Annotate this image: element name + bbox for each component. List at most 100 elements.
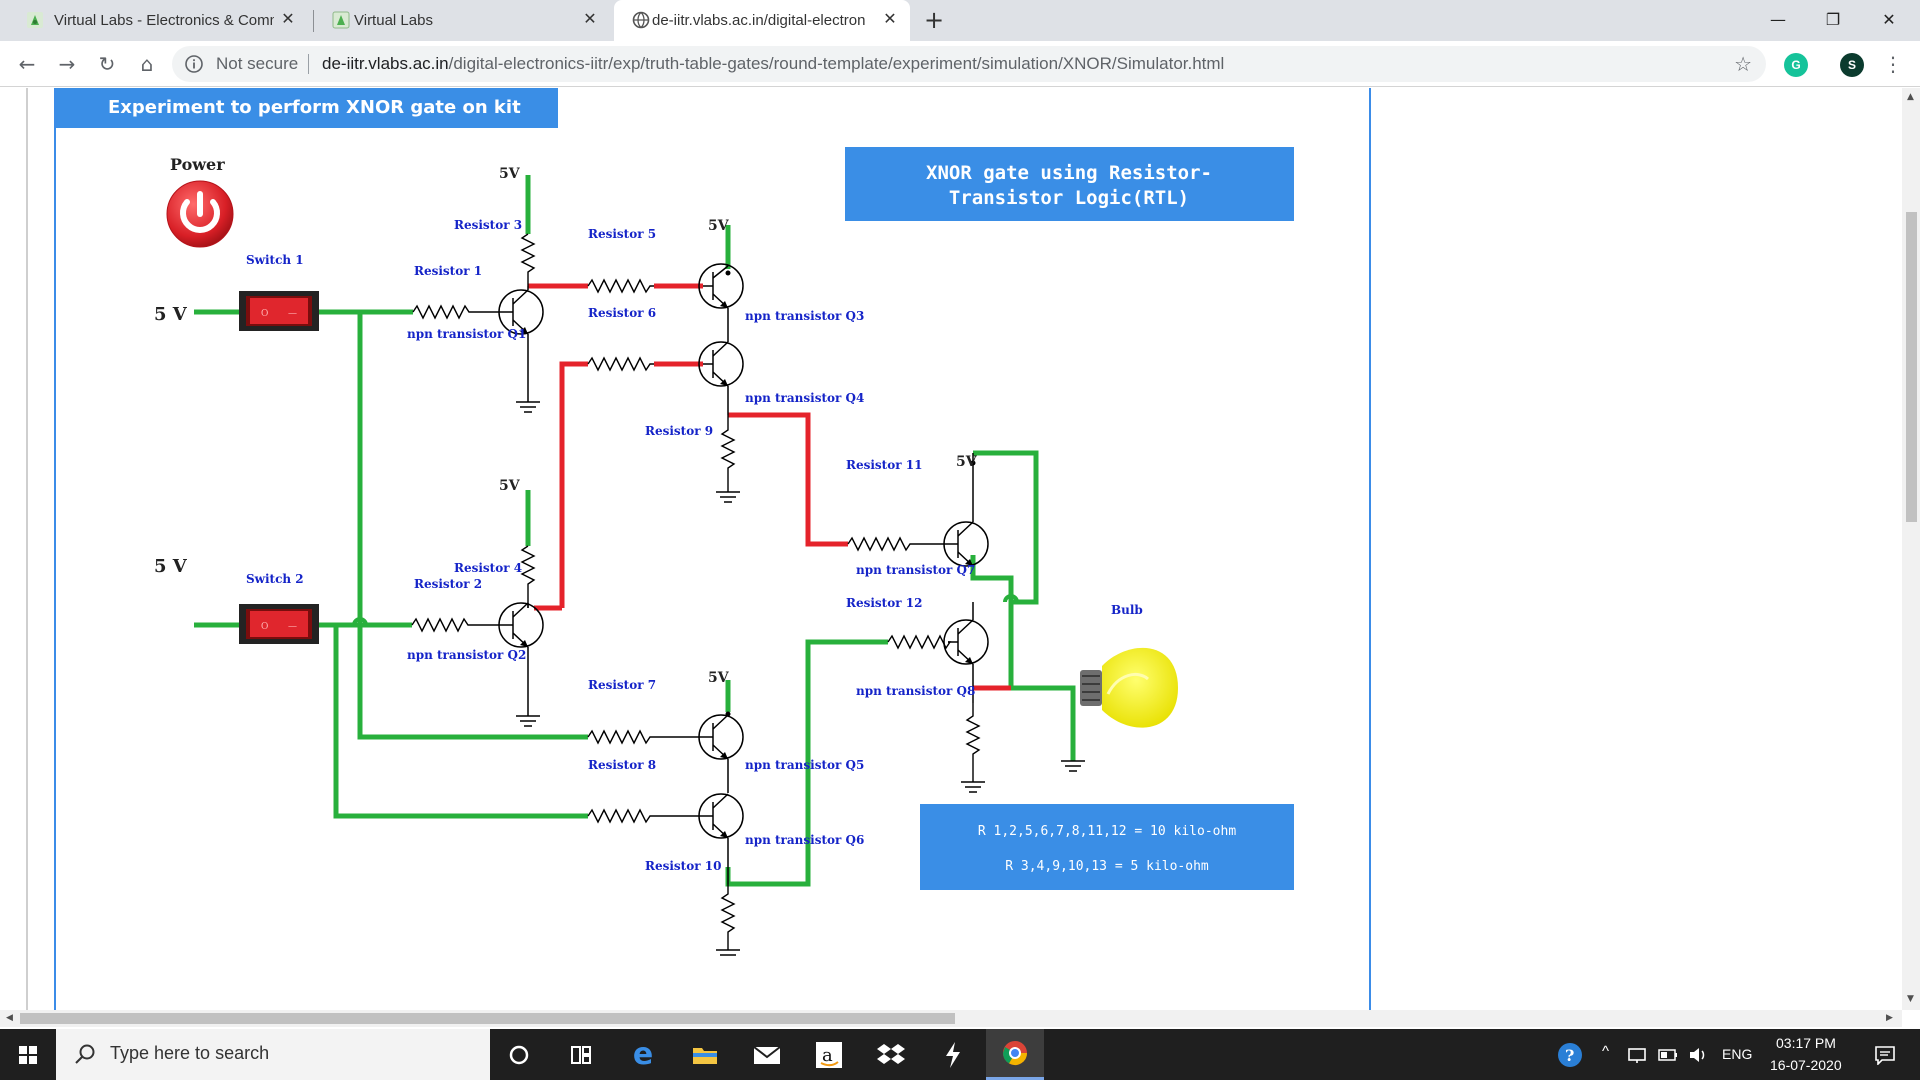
ground-r13 [961,781,985,793]
clock-date[interactable]: 16-07-2020 [1770,1057,1842,1073]
page-viewport: Experiment to perform XNOR gate on kit [0,88,1902,1010]
close-tab-icon[interactable]: ✕ [281,11,295,28]
supply-dots [725,270,976,717]
wire-q7-q8-bulb [970,555,1076,761]
emitter-arrows [520,301,973,838]
info-icon[interactable] [184,54,204,74]
resistor-8-symbol [587,808,703,824]
resistors [411,233,981,950]
transistor-q5-symbol [698,712,744,793]
app-bolt-icon[interactable] [924,1029,982,1080]
edge-browser-icon[interactable]: e [632,1037,654,1072]
transistor-q2-label: npn transistor Q2 [407,648,526,662]
svg-text:?: ? [1565,1046,1574,1065]
grammarly-extension-icon[interactable]: G [1784,53,1808,77]
clock-time[interactable]: 03:17 PM [1776,1035,1836,1051]
tab-title: Virtual Labs [354,12,433,29]
transistor-q3-label: npn transistor Q3 [745,309,864,323]
circuit-heading-line1: XNOR gate using Resistor- [926,162,1212,184]
scroll-right-icon[interactable]: ▶ [1886,1013,1893,1023]
profile-avatar[interactable]: S [1840,53,1864,77]
svg-text:O: O [261,622,268,632]
experiment-title: Experiment to perform XNOR gate on kit [56,88,558,128]
close-tab-icon[interactable]: ✕ [583,11,597,28]
resistor-5-symbol [587,278,654,294]
windows-start-button[interactable] [0,1029,56,1080]
amazon-icon[interactable]: a [800,1029,858,1080]
switch-1[interactable]: O — [239,291,319,331]
network-icon[interactable] [1622,1029,1652,1080]
back-arrow-icon[interactable]: ← [18,52,36,76]
svg-text:—: — [288,309,297,319]
transistor-q6-label: npn transistor Q6 [745,833,864,847]
transistor-q4-symbol [698,340,744,415]
menu-kebab-icon[interactable]: ⋮ [1883,52,1903,76]
tab-virtual-labs[interactable]: Virtual Labs ✕ [314,0,610,41]
battery-icon[interactable] [1654,1029,1682,1080]
switch-2[interactable]: O — [239,604,319,644]
resistor-6-label: Resistor 6 [588,306,656,320]
resistor-3-symbol [520,233,536,286]
restore-icon[interactable]: ❐ [1825,10,1841,29]
svg-text:—: — [288,622,297,632]
resistor-6-symbol [587,356,654,372]
minimize-icon[interactable]: — [1770,10,1786,29]
notifications-icon[interactable] [1860,1029,1910,1080]
scroll-down-icon[interactable]: ▼ [1907,994,1914,1004]
chrome-taskbar-icon[interactable] [986,1029,1044,1080]
transistor-q7-label: npn transistor Q7 [856,563,975,577]
power-label: Power [170,155,225,174]
switch-1-label: Switch 1 [246,253,304,267]
new-tab-button[interactable]: + [923,6,945,34]
ground-symbols [516,401,1085,956]
horizontal-scrollbar[interactable]: ◀ ▶ [0,1010,1902,1027]
tab-virtual-labs-electronics[interactable]: Virtual Labs - Electronics & Comm ✕ [8,0,308,41]
scroll-up-icon[interactable]: ▲ [1907,92,1914,102]
resistor-values-box [920,804,1294,890]
scroll-left-icon[interactable]: ◀ [6,1013,13,1023]
wire-5v-q7-bulb [973,450,1039,605]
resistor-4-label: Resistor 4 [454,561,522,575]
home-icon[interactable]: ⌂ [140,52,154,76]
ground-q2 [516,715,540,727]
taskbar-search-box[interactable]: Type here to search [56,1029,490,1080]
vertical-scrollbar[interactable]: ▲ ▼ [1902,88,1920,1010]
windows-taskbar: Type here to search e a ? ^ [0,1029,1920,1080]
bookmark-star-icon[interactable]: ☆ [1734,52,1752,76]
mail-icon[interactable] [738,1029,796,1080]
volume-icon[interactable] [1684,1029,1712,1080]
transistor-q4-label: npn transistor Q4 [745,391,864,405]
tab-title: Virtual Labs - Electronics & Comm [54,12,274,29]
dropbox-icon[interactable] [862,1029,920,1080]
resistor-12-label: Resistor 12 [846,596,922,610]
language-indicator[interactable]: ENG [1722,1046,1753,1062]
address-bar[interactable]: Not secure de-iitr.vlabs.ac.in/digital-e… [172,46,1766,82]
vertical-scroll-thumb[interactable] [1906,212,1917,522]
tray-chevron-up-icon[interactable]: ^ [1602,1043,1610,1060]
close-window-icon[interactable]: ✕ [1882,10,1896,29]
close-tab-icon[interactable]: ✕ [883,11,897,28]
resistor-12-symbol [887,634,952,650]
reload-icon[interactable]: ↻ [98,52,116,76]
resistor-values-line2: R 3,4,9,10,13 = 5 kilo-ohm [1005,859,1209,874]
cortana-icon[interactable] [490,1029,548,1080]
supply-q5-label: 5V [708,670,730,686]
virtual-labs-favicon-icon [27,12,43,28]
omnibox-separator [308,54,309,74]
help-icon[interactable]: ? [1550,1029,1590,1080]
circuit-labels: Power 5 V 5 V Switch 1 Switch 2 5V 5V 5V… [154,155,1143,873]
circuit-board: O — O — [118,134,1311,958]
horizontal-scroll-thumb[interactable] [20,1013,955,1024]
resistor-10-label: Resistor 10 [645,859,721,873]
power-button[interactable] [166,180,234,248]
bulb [1080,647,1178,728]
tab-simulator-active[interactable]: de-iitr.vlabs.ac.in/digital-electron ✕ [614,0,910,41]
globe-icon [632,11,650,29]
resistor-7-label: Resistor 7 [588,678,656,692]
forward-arrow-icon[interactable]: → [58,52,76,76]
resistor-8-label: Resistor 8 [588,758,656,772]
task-view-icon[interactable] [552,1029,610,1080]
file-explorer-icon[interactable] [676,1029,734,1080]
svg-text:a: a [822,1045,833,1066]
resistor-2-symbol [411,617,498,633]
